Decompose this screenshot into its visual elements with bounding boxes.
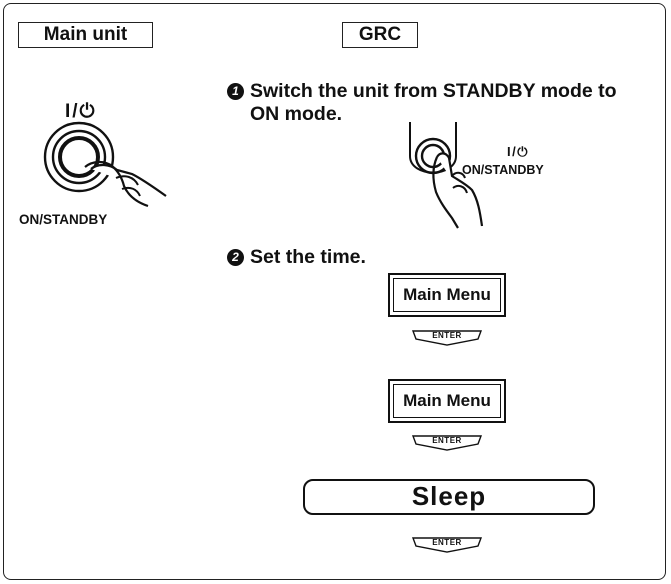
enter-button-3[interactable]: ENTER [411,537,483,553]
step-1-number-icon: 1 [227,83,244,100]
main-button-label: ON/STANDBY [19,212,108,227]
sleep-button[interactable]: Sleep [303,479,595,515]
enter-button-2[interactable]: ENTER [411,435,483,451]
main-menu-button-2-label: Main Menu [393,384,501,418]
enter-shape-icon [411,537,483,553]
grc-power-symbol: I/⏻ [507,144,530,159]
main-menu-button-1[interactable]: Main Menu [388,273,506,317]
tab-main-unit: Main unit [18,22,153,48]
step-2-number-icon: 2 [227,249,244,266]
enter-button-2-label: ENTER [432,436,462,445]
enter-shape-icon [411,435,483,451]
enter-button-1-label: ENTER [432,331,462,340]
main-power-symbol: I/⏻ [65,101,97,122]
instruction-panel [3,3,666,580]
tab-grc: GRC [342,22,418,48]
grc-button-label: ON/STANDBY [462,163,544,177]
enter-shape-icon [411,330,483,346]
enter-button-1[interactable]: ENTER [411,330,483,346]
enter-button-3-label: ENTER [432,538,462,547]
main-menu-button-1-label: Main Menu [393,278,501,312]
main-menu-button-2[interactable]: Main Menu [388,379,506,423]
